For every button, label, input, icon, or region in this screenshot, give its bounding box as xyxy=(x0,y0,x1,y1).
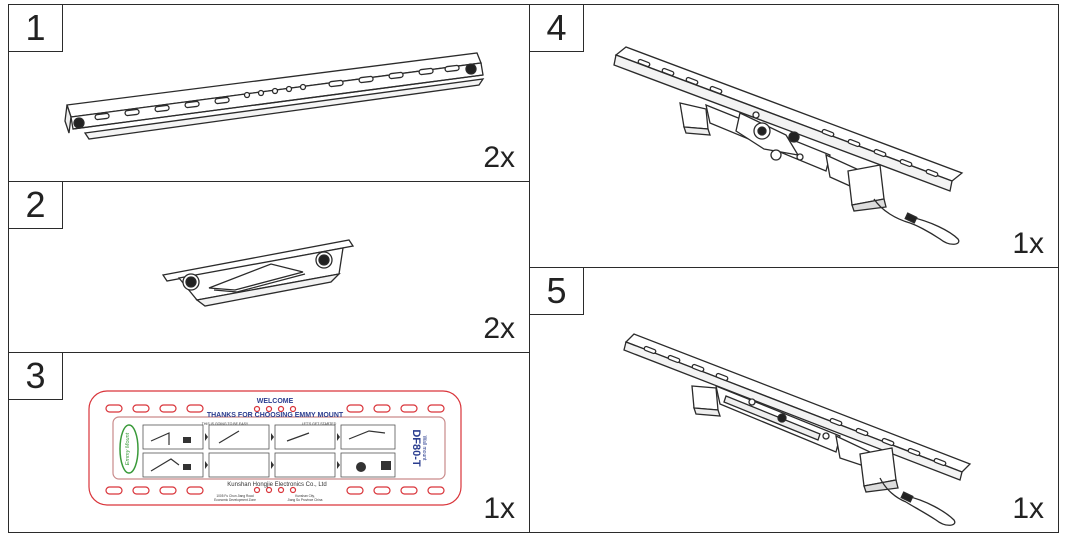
tilt-mount-assembly-drawing xyxy=(613,46,964,245)
panel-number: 5 xyxy=(529,267,584,315)
panel-4: 4 xyxy=(529,4,1059,268)
card-brand-text: Emmy Mount xyxy=(125,432,131,465)
mount-side-view-drawing xyxy=(623,333,972,526)
panel-3: 3 WELCOME THANKS FOR CHOOSING EMMY MOUNT xyxy=(8,352,530,533)
card-company-text: Kunshan Hongjie Electronics Co., Ltd xyxy=(227,482,326,488)
panel-number: 2 xyxy=(8,181,63,229)
quantity-label: 1x xyxy=(483,492,515,525)
quantity-label: 2x xyxy=(483,141,515,174)
quantity-label: 1x xyxy=(1012,492,1044,525)
card-brand-badge xyxy=(119,424,139,474)
wall-plate-rail-drawing xyxy=(64,52,485,140)
card-address-left-2: Economic Development Zone xyxy=(214,498,256,502)
card-address-left-1: 1005 Fu Chun Jiang Road xyxy=(216,494,253,498)
card-thanks-text: THANKS FOR CHOOSING EMMY MOUNT xyxy=(207,412,344,419)
quantity-label: 2x xyxy=(483,312,515,345)
card-address-right-1: Kunshan City, xyxy=(295,494,315,498)
panel-1: 1 xyxy=(8,4,530,182)
panel-number: 1 xyxy=(8,4,63,52)
card-address-right-2: Jiang Su Province China xyxy=(288,498,323,502)
quantity-label: 1x xyxy=(1012,227,1044,260)
panel-5: 5 xyxy=(529,267,1059,533)
card-model-sub-text: Wall mount xyxy=(421,436,427,461)
card-welcome-text: WELCOME xyxy=(257,398,294,405)
card-model-text: DF80-T xyxy=(410,429,422,467)
spacer-bracket-drawing xyxy=(161,239,355,307)
panel-number: 3 xyxy=(8,352,63,400)
card-started-text: LET'S GET STARTED xyxy=(302,422,337,426)
instruction-card-drawing: WELCOME THANKS FOR CHOOSING EMMY MOUNT T… xyxy=(88,390,462,506)
panel-number: 4 xyxy=(529,4,584,52)
panel-2: 2 2x xyxy=(8,181,530,353)
card-easy-text: THIS IS GOING TO BE EASY xyxy=(202,422,249,426)
